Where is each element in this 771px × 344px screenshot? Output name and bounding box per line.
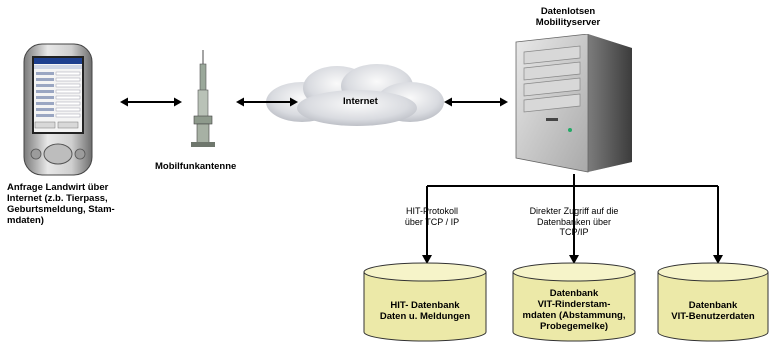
antenna-icon (191, 50, 215, 147)
db-rinder-line-3: mdaten (Abstammung, (522, 310, 626, 321)
cloud-icon (266, 64, 444, 126)
arrowhead-left (236, 97, 244, 107)
db-user-line-1: Datenbank (688, 300, 738, 311)
arrowhead-right (500, 97, 508, 107)
db-hit-line-2: Daten u. Meldungen (379, 311, 471, 322)
arrowhead-left (444, 97, 452, 107)
db-user-line-2: VIT-Benutzerdaten (671, 311, 755, 322)
db-rinder-line-4: Probegemelke) (539, 321, 609, 332)
database-cylinder-icon (363, 262, 487, 342)
direct-access-label: Direkter Zugriff auf die Datenbanken übe… (529, 206, 619, 237)
db-rinder-line-1: Datenbank (549, 288, 599, 299)
cloud-caption: Internet (343, 96, 378, 107)
database-vit-user: Datenbank VIT-Benutzerdaten (656, 262, 770, 342)
arrowhead-right (290, 97, 298, 107)
antenna-caption: Mobilfunkantenne (155, 161, 237, 172)
server-icon (515, 34, 632, 173)
db-hit-line-1: HIT- Datenbank (390, 300, 460, 311)
arrowhead-down (569, 255, 579, 264)
arrowhead-down (713, 255, 723, 264)
pda-device-icon (23, 43, 93, 176)
arrowhead-down (422, 255, 432, 264)
db-rinder-line-2: VIT-Rinderstam- (537, 299, 611, 310)
hit-protocol-label: HIT-Protokoll über TCP / IP (404, 206, 460, 227)
arrowhead-right (174, 97, 182, 107)
database-hit: HIT- Datenbank Daten u. Meldungen (362, 262, 488, 342)
database-cylinder-icon (657, 262, 769, 342)
database-cylinder-icon (512, 262, 636, 342)
arrowhead-left (120, 97, 128, 107)
pda-caption: Anfrage Landwirt über Internet (z.b. Tie… (7, 182, 115, 226)
server-caption: Datenlotsen Mobilityserver (535, 6, 601, 28)
database-vit-rinder: Datenbank VIT-Rinderstam- mdaten (Abstam… (511, 262, 637, 342)
